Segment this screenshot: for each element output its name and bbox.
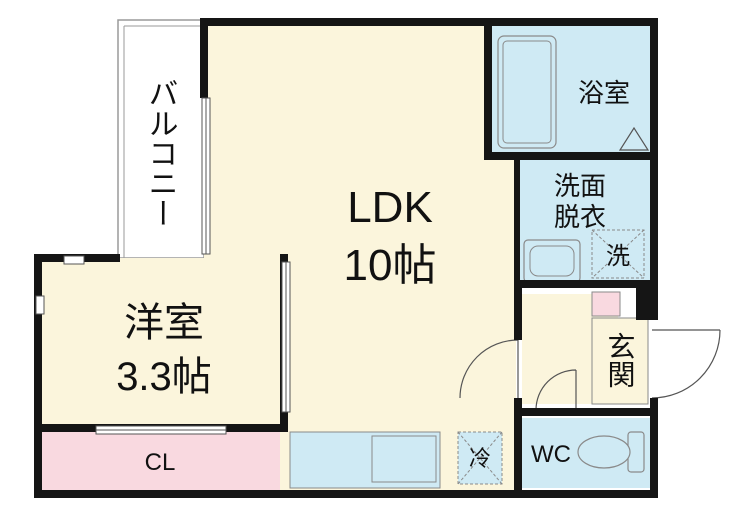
bathtub [497,35,557,149]
walls [34,18,658,498]
balcony-area [117,19,205,259]
closet-floor [40,432,280,490]
fridge-cross-b [457,431,503,485]
front-door-swing [651,329,721,399]
entrance-step [591,317,649,405]
windows [35,97,291,435]
ldk-size: 10帖 [344,241,437,290]
fridge-cross-a [457,431,503,485]
fridge-label: 冷 [469,446,491,471]
toilet-label: WC [531,441,571,468]
ldk-door-swing [459,339,519,399]
washer-cross-b [591,229,645,279]
bathroom-label: 浴室 [578,78,630,108]
kitchen-sink [371,435,437,483]
washer-label: 洗 [606,243,630,270]
shoe-box [591,291,621,317]
western-room-floor [40,258,288,430]
balcony-label: バルコニー [144,78,177,228]
bathtub-inner [502,40,552,144]
western-room-size: 3.3帖 [116,355,212,399]
western-room-label: 洋室 [124,301,204,345]
closet-label: CL [145,449,176,476]
washbasin-bowl [529,245,575,277]
entrance-label: 玄関 [605,332,636,388]
washroom-label-line1: 洗面 [554,171,606,201]
entrance-inner-door [535,369,577,411]
bath-drain-icon [618,126,650,151]
toilet-bowl [577,435,631,469]
washroom-label-line2: 脱衣 [554,202,606,232]
ldk-label: LDK [347,183,433,232]
